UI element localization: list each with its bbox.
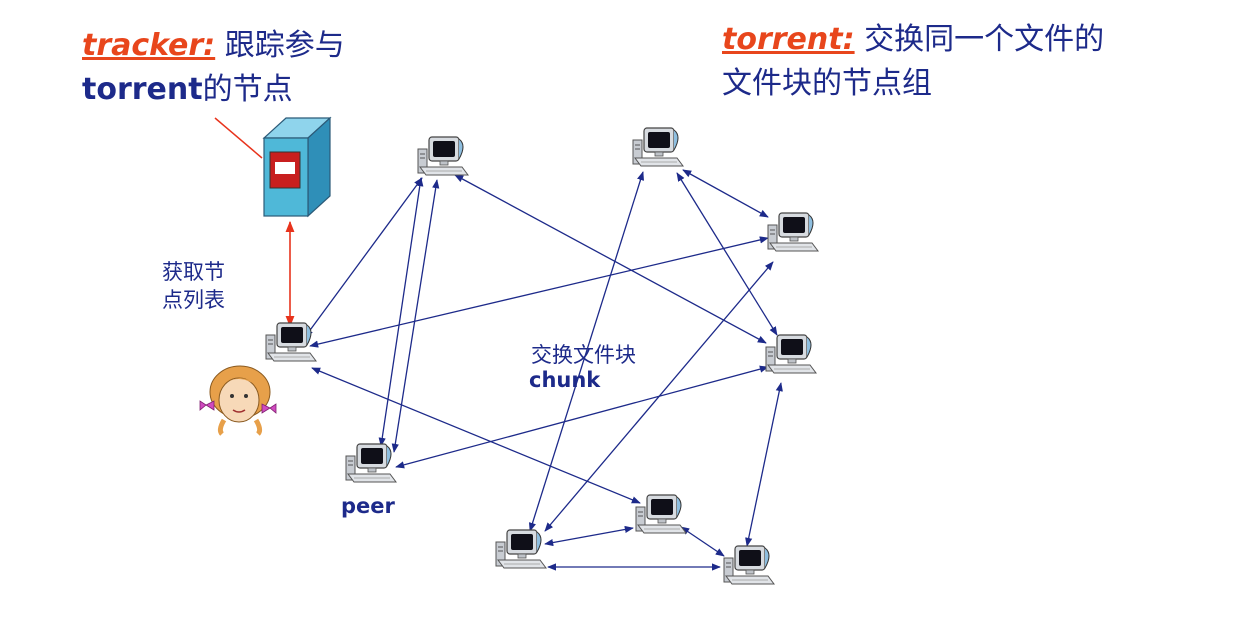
computer-icon [723, 545, 775, 585]
link-a-g [309, 236, 769, 348]
computer-icon [495, 529, 547, 569]
torrent-keyword: torrent: [722, 22, 855, 57]
link-c-h [395, 365, 769, 469]
link-d-g [682, 169, 769, 218]
computer-icon [265, 322, 317, 362]
exchange-label: 交换文件块 [531, 343, 636, 367]
user-face-icon [199, 365, 277, 436]
computer-icon [767, 212, 819, 252]
server-icon [262, 116, 332, 218]
get-peer-list-label: 获取节 点列表 [162, 258, 225, 314]
tracker-callout-line [214, 117, 263, 159]
link-e-f [544, 525, 634, 547]
tracker-torrent-word: torrent [82, 72, 203, 107]
computer-icon [632, 127, 684, 167]
peer-label: peer [341, 494, 395, 518]
computer-icon [417, 136, 469, 176]
torrent-desc2: 文件块的节点组 [722, 66, 932, 101]
torrent-description: torrent: 交换同一个文件的 文件块的节点组 [722, 18, 1104, 106]
link-d-h [676, 172, 778, 336]
tracker-desc: 跟踪参与 [224, 28, 345, 63]
computer-icon [345, 443, 397, 483]
torrent-desc: 交换同一个文件的 [864, 22, 1105, 57]
computer-icon [635, 494, 687, 534]
tracker-desc2: 的节点 [202, 72, 293, 107]
link-h-i [745, 382, 783, 547]
link-f-i [680, 526, 725, 557]
tracker-description: tracker: 跟踪参与 torrent的节点 [82, 24, 345, 112]
get-peer-list-line2: 点列表 [162, 288, 225, 312]
peer-links [304, 169, 783, 571]
get-peer-list-line1: 获取节 [162, 260, 225, 284]
link-b-h [454, 174, 767, 344]
computer-icon [765, 334, 817, 374]
chunk-label: chunk [529, 368, 601, 392]
tracker-keyword: tracker: [82, 28, 216, 63]
